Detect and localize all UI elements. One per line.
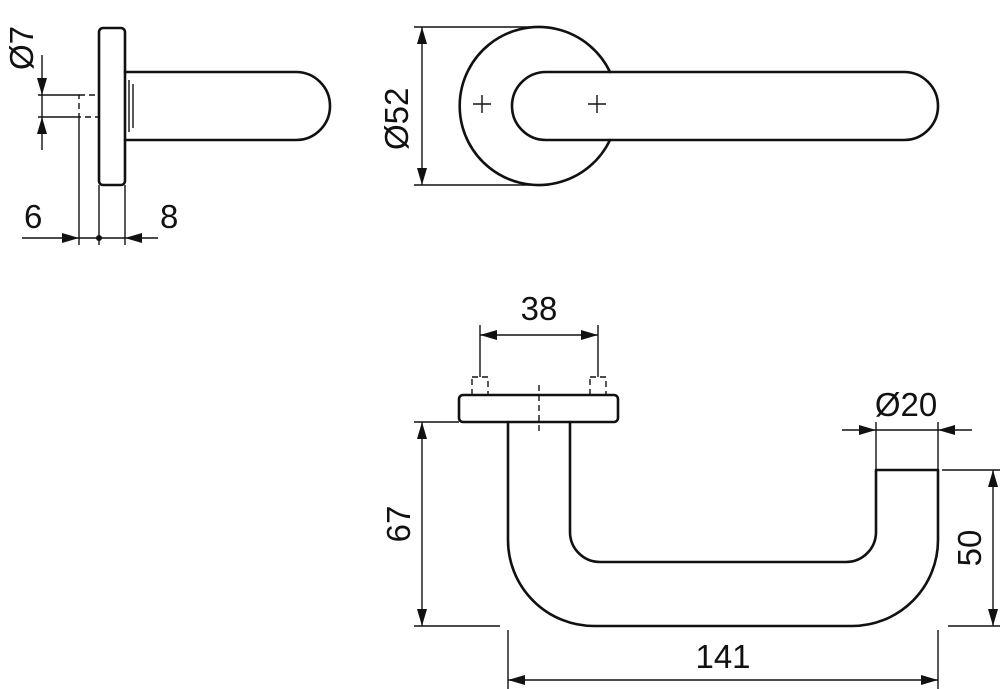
offset-arrow-left [62,233,79,243]
total-height-label: 67 [380,506,417,543]
length-arrow-left [508,675,525,685]
side-rose-plate [97,26,127,187]
rose-arrow-top [417,27,427,44]
grip-diameter-label: Ø20 [875,386,937,423]
length-arrow-right [921,675,938,685]
front-view: Ø52 [378,25,940,187]
side-lever-body [123,70,332,142]
height-arrow-top [417,422,427,439]
screw-cross-left [473,95,491,113]
offset-dot [96,235,102,241]
spacing-arrow-left [480,330,497,340]
screw-cross-right [588,95,606,113]
grip-arrow-right [938,425,955,435]
offset-left-label: 6 [24,198,42,235]
spacing-arrow-right [581,330,598,340]
offset-right-label: 8 [160,198,178,235]
side-view: Ø7 6 8 [3,26,332,245]
pin-arrow-top [37,78,47,95]
grip-arrow-left [859,425,876,435]
pin-arrow-bottom [37,117,47,134]
rose-arrow-bottom [417,168,427,185]
grip-drop-label: 50 [951,530,988,567]
total-length-label: 141 [695,638,750,675]
screw-spacing-label: 38 [521,290,558,327]
pin-diameter-label: Ø7 [3,26,40,70]
u-lever-body [506,420,940,628]
screw-stud-right [589,376,607,396]
front-lever-outline [510,70,940,142]
top-view: 38 Ø20 67 50 141 [380,290,1000,689]
screw-stud-left [471,376,489,396]
side-pin [78,94,100,118]
height-arrow-bottom [417,609,427,626]
drop-arrow-bottom [988,609,998,626]
offset-arrow-right [125,233,142,243]
front-rose-circle [458,25,612,187]
rose-diameter-label: Ø52 [378,88,415,150]
drop-arrow-top [988,470,998,487]
